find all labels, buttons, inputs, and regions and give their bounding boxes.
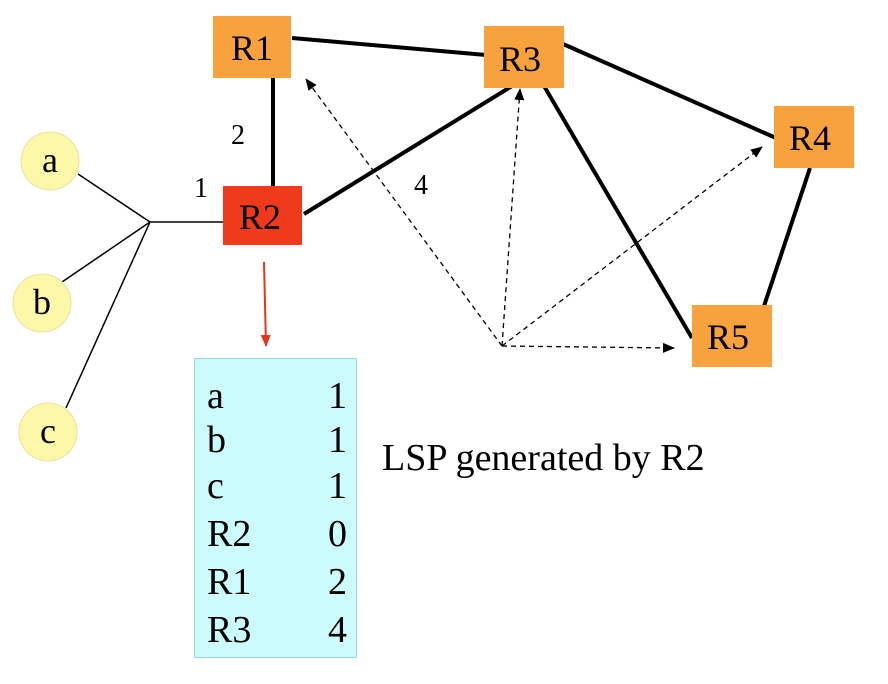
flood-arrow-R3 (501, 88, 525, 347)
router-R3-box (484, 26, 564, 88)
lsp-row: R1 2 (207, 561, 347, 603)
lsp-row-cost: 2 (328, 561, 347, 603)
router-R5-box (692, 305, 772, 367)
host-c: c (18, 402, 78, 462)
lsp-row-cost: 1 (328, 375, 347, 417)
host-link-a (77, 173, 151, 223)
router-links (271, 36, 812, 340)
lsp-row-cost: 1 (328, 419, 347, 461)
host-b: b (12, 273, 72, 333)
link-R1-R3 (291, 36, 487, 57)
lsp-row-dest: b (207, 419, 226, 461)
host-a-circle (20, 131, 80, 191)
flooding-arrows (305, 78, 763, 353)
host-c-label: c (40, 411, 56, 451)
router-R5: R5 (692, 305, 772, 367)
host-link-c (65, 221, 151, 409)
host-links (61, 173, 224, 409)
lsp-table: a 1 b 1 c 1 R2 0 R1 2 R3 4 (194, 358, 357, 658)
lsp-caption: LSP generated by R2 (382, 437, 705, 479)
router-R2-label: R2 (239, 197, 281, 237)
router-R5-label: R5 (707, 317, 749, 357)
lsp-row-cost: 4 (328, 609, 347, 651)
lsp-row-cost: 1 (328, 465, 347, 507)
link-R3-R5 (542, 84, 694, 340)
lsp-arrow (260, 261, 271, 347)
lsp-row: c 1 (207, 465, 347, 507)
router-R3-label: R3 (499, 39, 541, 79)
lsp-row: b 1 (207, 419, 347, 461)
lsp-row-cost: 0 (328, 513, 347, 555)
lsp-row-dest: a (207, 375, 224, 417)
host-link-b (61, 221, 151, 283)
lsp-row: R3 4 (207, 609, 347, 651)
router-R4: R4 (774, 106, 854, 168)
router-R1: R1 (213, 16, 291, 78)
link-R3-R4 (562, 42, 777, 140)
router-R1-box (213, 16, 291, 78)
lsp-row-dest: R2 (207, 513, 252, 555)
host-b-label: b (33, 282, 51, 322)
lsp-row-dest: c (207, 465, 224, 507)
router-R4-label: R4 (789, 118, 831, 158)
lsp-row: a 1 (207, 375, 347, 417)
lsp-row: R2 0 (207, 513, 347, 555)
weight-label-R1-R2: 2 (231, 120, 245, 151)
router-R2: R2 (223, 186, 302, 245)
router-R2-box (223, 186, 302, 245)
host-b-circle (12, 273, 72, 333)
host-c-circle (18, 402, 78, 462)
flood-arrow-R1 (305, 78, 503, 347)
host-a-label: a (42, 140, 58, 180)
lsp-row-dest: R3 (207, 609, 252, 651)
link-R2-R3 (302, 84, 514, 216)
lsp-row-dest: R1 (207, 561, 252, 603)
flood-arrow-R4 (501, 146, 763, 347)
router-R4-box (774, 106, 854, 168)
weight-label-hosts: 1 (194, 173, 208, 204)
flood-arrow-R5 (501, 342, 675, 353)
weight-label-R2-R3: 4 (414, 170, 428, 201)
router-R1-label: R1 (231, 28, 273, 68)
link-R4-R5 (762, 167, 812, 307)
router-R3: R3 (484, 26, 564, 88)
host-a: a (20, 131, 80, 191)
